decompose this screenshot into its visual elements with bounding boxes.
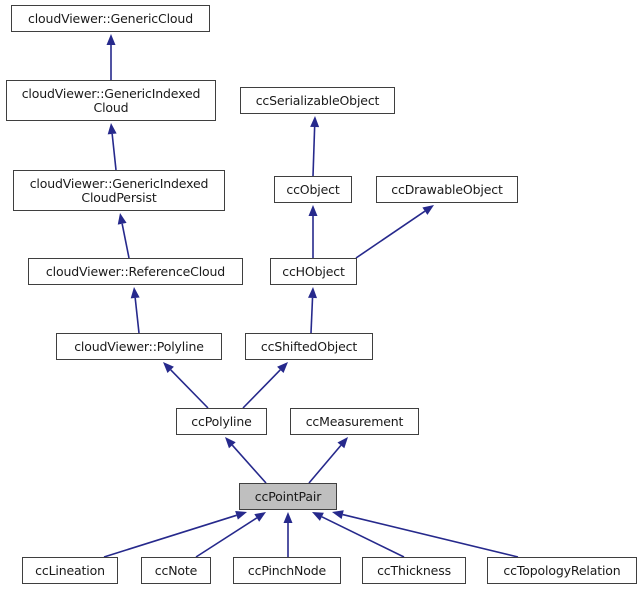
edge-line — [312, 126, 316, 177]
edge-line — [231, 444, 267, 484]
edge-arrowhead — [106, 34, 116, 45]
class-node-label: ccLineation — [35, 562, 105, 578]
edge-ccPolyline-to-ccShiftedObject — [242, 362, 288, 409]
edge-line — [308, 444, 342, 484]
class-node-ccPolyline[interactable]: ccPolyline — [176, 408, 267, 435]
edge-arrowhead — [117, 213, 127, 225]
class-node-referenceCloud[interactable]: cloudViewer::ReferenceCloud — [28, 258, 243, 285]
edge-ccTopologyRelation-to-ccPointPair — [332, 510, 519, 558]
class-node-ccDrawableObject[interactable]: ccDrawableObject — [376, 176, 518, 203]
edge-arrowhead — [225, 437, 236, 449]
class-node-ccHObject[interactable]: ccHObject — [270, 258, 357, 285]
edge-arrowhead — [422, 205, 434, 215]
edge-ccShiftedObject-to-ccHObject — [308, 287, 318, 334]
edge-arrowhead — [235, 511, 247, 520]
class-node-ccPinchNode[interactable]: ccPinchNode — [233, 557, 341, 584]
edge-arrowhead — [254, 512, 266, 522]
edge-ccNote-to-ccPointPair — [195, 512, 266, 558]
class-node-ccPointPair[interactable]: ccPointPair — [239, 483, 337, 510]
class-node-ccObject[interactable]: ccObject — [274, 176, 352, 203]
class-node-label: ccThickness — [377, 562, 451, 578]
class-node-ccThickness[interactable]: ccThickness — [362, 557, 466, 584]
edge-cvPolyline-to-referenceCloud — [130, 287, 140, 334]
class-node-label: ccHObject — [282, 263, 345, 279]
edge-line — [134, 297, 140, 334]
edge-arrowhead — [308, 205, 318, 216]
class-node-ccSerializableObject[interactable]: ccSerializableObject — [240, 87, 395, 114]
class-node-cvPolyline[interactable]: cloudViewer::Polyline — [56, 333, 222, 360]
edge-arrowhead — [337, 437, 348, 449]
edge-arrowhead — [283, 512, 293, 523]
class-node-ccTopologyRelation[interactable]: ccTopologyRelation — [487, 557, 637, 584]
class-node-label: ccShiftedObject — [260, 338, 358, 354]
edge-referenceCloud-to-genericIndexedCloudPers — [117, 213, 130, 259]
class-node-label: ccNote — [154, 562, 198, 578]
class-node-label: ccSerializableObject — [255, 92, 380, 108]
edge-line — [342, 513, 519, 558]
class-node-label: ccMeasurement — [305, 413, 404, 429]
class-node-ccNote[interactable]: ccNote — [141, 557, 211, 584]
edge-arrowhead — [308, 287, 318, 299]
edge-ccObject-to-ccSerializableObject — [310, 116, 320, 177]
class-node-label: cloudViewer::GenericIndexed Cloud — [21, 86, 201, 115]
edge-line — [111, 133, 117, 171]
edge-arrowhead — [310, 116, 320, 128]
edge-line — [242, 369, 281, 409]
edge-arrowhead — [107, 123, 117, 135]
class-node-genericCloud[interactable]: cloudViewer::GenericCloud — [11, 5, 210, 32]
edge-ccPointPair-to-ccMeasurement — [308, 437, 348, 484]
edge-line — [355, 210, 426, 259]
edge-line — [103, 514, 237, 558]
class-node-label: ccPolyline — [191, 413, 252, 429]
class-node-label: ccPinchNode — [247, 562, 327, 578]
edge-ccThickness-to-ccPointPair — [312, 512, 405, 558]
class-node-label: ccTopologyRelation — [503, 562, 621, 578]
edge-ccPinchNode-to-ccPointPair — [283, 512, 293, 557]
class-node-genericIndexedCloud[interactable]: cloudViewer::GenericIndexed Cloud — [6, 80, 216, 121]
class-node-label: cloudViewer::ReferenceCloud — [45, 263, 226, 279]
edge-arrowhead — [130, 287, 140, 299]
edge-arrowhead — [312, 512, 324, 521]
edge-ccLineation-to-ccPointPair — [103, 511, 247, 558]
class-node-label: cloudViewer::GenericIndexed CloudPersist — [29, 176, 209, 205]
edge-line — [121, 223, 130, 259]
class-node-ccMeasurement[interactable]: ccMeasurement — [290, 408, 419, 435]
edge-line — [195, 517, 258, 558]
class-node-label: ccObject — [286, 181, 340, 197]
edge-ccHObject-to-ccDrawableObject — [355, 205, 434, 259]
edge-ccPolyline-to-cvPolyline — [163, 362, 209, 409]
class-node-label: cloudViewer::GenericCloud — [28, 10, 193, 26]
class-node-genericIndexedCloudPers[interactable]: cloudViewer::GenericIndexed CloudPersist — [13, 170, 225, 211]
edge-arrowhead — [277, 362, 288, 374]
class-node-label: ccDrawableObject — [391, 181, 503, 197]
edge-line — [310, 297, 314, 334]
edge-ccPointPair-to-ccPolyline — [225, 437, 267, 484]
edge-genericIndexedCloud-to-genericCloud — [106, 34, 116, 80]
edge-line — [321, 516, 405, 558]
edge-arrowhead — [332, 510, 344, 519]
edge-ccHObject-to-ccObject — [308, 205, 318, 258]
class-node-label: cloudViewer::Polyline — [74, 338, 204, 354]
edge-line — [170, 369, 209, 409]
class-node-label: ccPointPair — [254, 488, 322, 504]
class-node-ccShiftedObject[interactable]: ccShiftedObject — [245, 333, 373, 360]
edge-genericIndexedCloudPers-to-genericIndexedCloud — [107, 123, 117, 171]
edge-arrowhead — [163, 362, 174, 374]
class-node-ccLineation[interactable]: ccLineation — [22, 557, 118, 584]
